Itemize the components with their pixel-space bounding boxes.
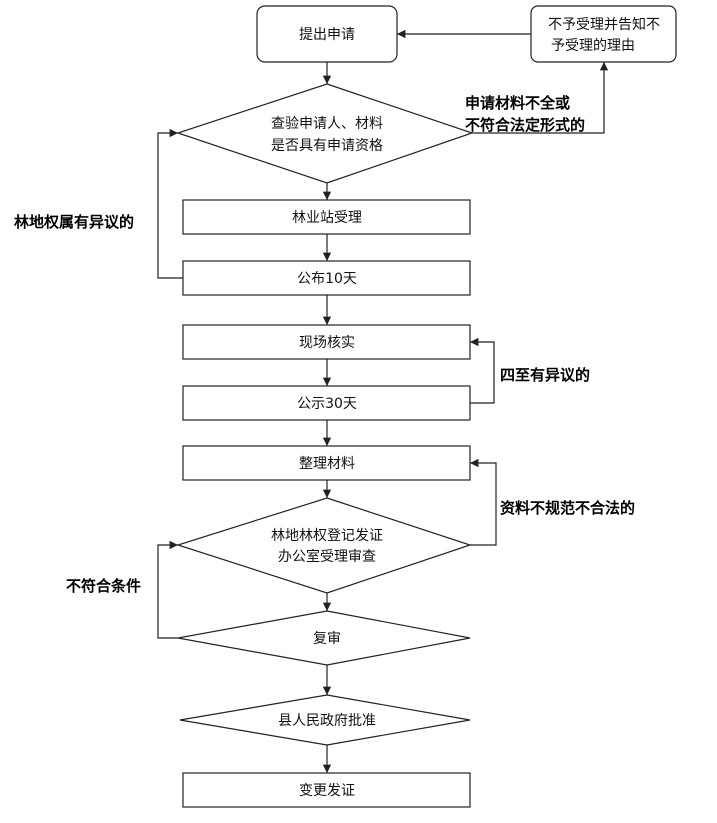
node-reject-notice-line1: 不予受理并告知不 [548, 16, 660, 33]
node-publish-30-label: 公示30天 [297, 396, 357, 412]
node-check-qualification-line2: 是否具有申请资格 [271, 138, 383, 154]
node-office-review: 林地林权登记发证 办公室受理审查 [176, 497, 472, 594]
node-station-accept-label: 林业站受理 [292, 210, 362, 226]
edge-label-not-qualified: 不符合条件 [66, 577, 141, 595]
node-apply-label: 提出申请 [299, 27, 355, 43]
node-change-certificate-label: 变更发证 [299, 783, 355, 799]
node-site-verify: 现场核实 [182, 324, 471, 360]
edge-publish10-to-check [157, 128, 183, 279]
node-office-review-line2: 办公室受理审查 [278, 548, 376, 565]
node-site-verify-label: 现场核实 [299, 335, 355, 351]
node-check-qualification-line1: 查验申请人、材料 [271, 116, 383, 132]
node-county-approval-label: 县人民政府批准 [278, 713, 376, 729]
edge-label-incomplete-line1: 申请材料不全或 [465, 94, 570, 112]
node-organize-materials-label: 整理材料 [299, 456, 355, 472]
node-reject-notice: 不予受理并告知不 予受理的理由 [530, 5, 677, 63]
node-check-qualification: 查验申请人、材料 是否具有申请资格 [176, 83, 474, 184]
node-organize-materials: 整理材料 [182, 445, 471, 481]
edge-recheck-to-office [157, 540, 178, 639]
node-publish-30: 公示30天 [182, 385, 471, 421]
node-publish-10: 公布10天 [182, 260, 471, 296]
edge-label-ownership-dispute: 林地权属有异议的 [14, 213, 134, 231]
node-change-certificate: 变更发证 [182, 772, 471, 808]
node-station-accept: 林业站受理 [182, 199, 471, 235]
edge-publish30-to-verify [470, 337, 495, 404]
edge-office-to-organize [470, 458, 497, 546]
node-publish-10-label: 公布10天 [297, 271, 357, 287]
node-office-review-line1: 林地林权登记发证 [271, 528, 383, 544]
edge-label-boundary-dispute: 四至有异议的 [500, 366, 590, 384]
node-recheck-label: 复审 [313, 630, 341, 647]
node-reject-notice-line2: 予受理的理由 [551, 38, 635, 54]
node-recheck: 复审 [177, 610, 471, 666]
edge-label-incomplete-line2: 不符合法定形式的 [465, 116, 585, 134]
edge-label-nonstandard-materials: 资料不规范不合法的 [500, 499, 635, 517]
edge-check-to-reject [472, 62, 609, 134]
node-apply: 提出申请 [256, 5, 398, 63]
node-county-approval: 县人民政府批准 [179, 694, 471, 746]
